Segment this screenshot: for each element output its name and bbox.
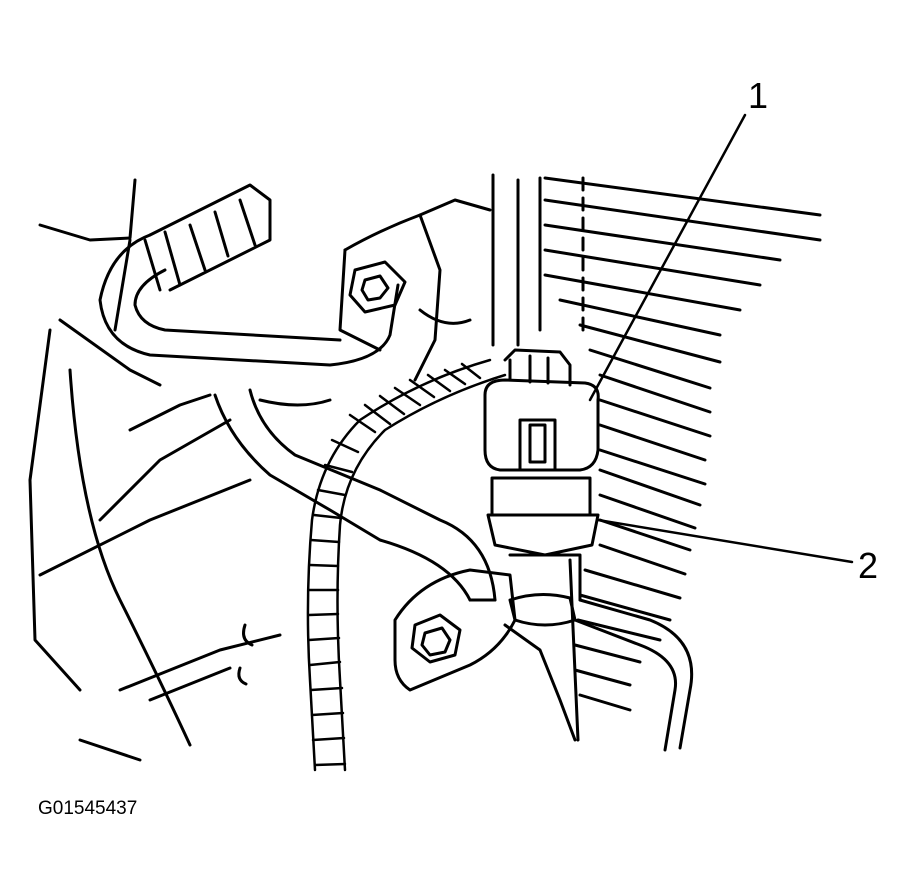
callout-2: 2 [858, 545, 879, 586]
leader-line-2 [596, 518, 854, 564]
callout-1: 1 [748, 75, 769, 116]
figure-id: G01545437 [38, 798, 138, 819]
leader-line-1 [588, 113, 747, 402]
pressure-switch-body [486, 476, 600, 602]
condenser-fins [543, 176, 822, 712]
wiring-harness [306, 358, 507, 772]
pressure-switch-connector [483, 348, 600, 472]
